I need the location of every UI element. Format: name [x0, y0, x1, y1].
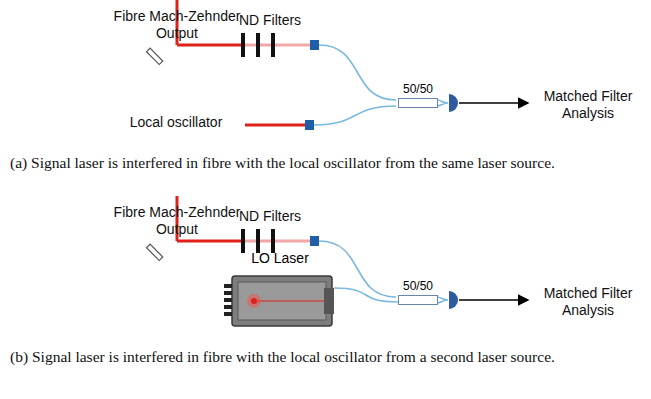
output-label: Matched Filter Analysis	[528, 285, 648, 319]
figure-caption: (a) Signal laser is interfered in fibre …	[10, 154, 642, 172]
coupler-box	[398, 98, 438, 108]
device-label: LO Laser	[222, 250, 338, 267]
laser-illustration	[224, 270, 336, 332]
fibre-coupler: 50/50	[392, 82, 444, 108]
output-label: Matched Filter Analysis	[528, 88, 648, 122]
source-label: Fibre Mach-Zehnder Output	[102, 8, 252, 42]
split-ratio: 50/50	[392, 279, 444, 293]
lo-laser: LO Laser	[222, 250, 338, 332]
split-ratio: 50/50	[392, 82, 444, 96]
component-label: ND Filters	[225, 12, 315, 29]
component-label: ND Filters	[225, 208, 315, 225]
fibre-coupler: 50/50	[392, 279, 444, 305]
source-label: Fibre Mach-Zehnder Output	[102, 204, 252, 238]
source-label: Local oscillator	[110, 114, 242, 131]
coupler-box	[398, 295, 438, 305]
optical-fibre	[334, 288, 398, 302]
figure-caption: (b) Signal laser is interfered in fibre …	[10, 348, 642, 366]
